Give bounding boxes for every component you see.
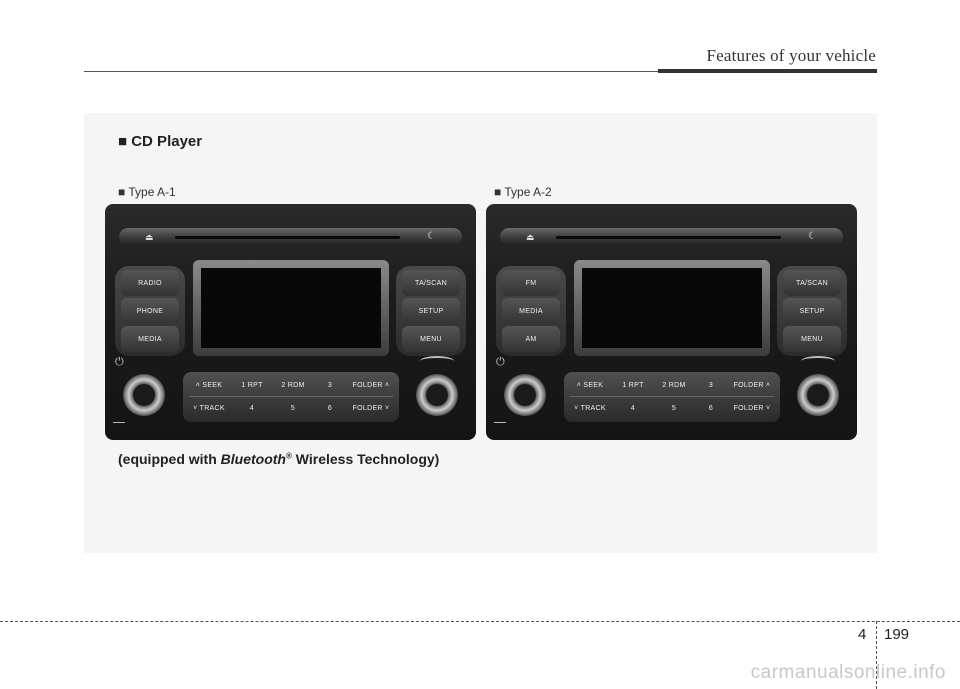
- footer-divider: [876, 621, 877, 689]
- right-button-cluster: TA/SCAN SETUP MENU: [396, 266, 466, 356]
- tune-arc-mark: [420, 356, 454, 366]
- seek-up-button[interactable]: ˄ SEEK: [195, 381, 223, 389]
- page-number: 199: [884, 626, 910, 643]
- type-label-a1: ■ Type A-1: [118, 185, 176, 199]
- volume-mark: [494, 422, 506, 426]
- folder-up-button[interactable]: FOLDER ˄: [352, 381, 390, 389]
- folder-down-button[interactable]: FOLDER ˅: [733, 404, 771, 412]
- power-volume-knob[interactable]: [504, 374, 546, 416]
- caption-registered-mark: ®: [285, 451, 292, 461]
- header-rule: [84, 71, 877, 72]
- ta-scan-button[interactable]: TA/SCAN: [783, 270, 841, 296]
- seek-up-button[interactable]: ˄ SEEK: [576, 381, 604, 389]
- preset-6-button[interactable]: 6: [327, 404, 333, 412]
- phone-button[interactable]: PHONE: [121, 298, 179, 324]
- folder-up-button[interactable]: FOLDER ˄: [733, 381, 771, 389]
- folder-down-button[interactable]: FOLDER ˅: [352, 404, 390, 412]
- section-title: ■ CD Player: [118, 133, 203, 150]
- eject-icon[interactable]: ⏏: [145, 232, 154, 242]
- disc-slot: [175, 236, 400, 239]
- caption-suffix: Wireless Technology): [291, 451, 440, 467]
- preset-1-rpt-button[interactable]: 1 RPT: [622, 381, 644, 389]
- type-label-a2: ■ Type A-2: [494, 185, 552, 199]
- preset-3-button[interactable]: 3: [708, 381, 714, 389]
- page-header-title: Features of your vehicle: [706, 46, 876, 65]
- preset-4-button[interactable]: 4: [630, 404, 636, 412]
- setup-button[interactable]: SETUP: [402, 298, 460, 324]
- power-icon: ⏻: [496, 356, 505, 368]
- figure-caption: (equipped with Bluetooth® Wireless Techn…: [118, 451, 439, 467]
- left-button-cluster: RADIO PHONE MEDIA: [115, 266, 185, 356]
- menu-button[interactable]: MENU: [783, 326, 841, 352]
- watermark: carmanualsonline.info: [750, 662, 946, 683]
- cd-player-unit-a2: ⏏ ☾ FM MEDIA AM TA/SCAN SETUP MENU ⏻ ˄ S…: [486, 204, 857, 440]
- left-button-cluster: FM MEDIA AM: [496, 266, 566, 356]
- right-button-cluster: TA/SCAN SETUP MENU: [777, 266, 847, 356]
- display-screen: [582, 268, 762, 348]
- keypad-divider: [189, 396, 393, 397]
- preset-3-button[interactable]: 3: [327, 381, 333, 389]
- tune-knob[interactable]: [416, 374, 458, 416]
- preset-1-rpt-button[interactable]: 1 RPT: [241, 381, 263, 389]
- power-icon: ⏻: [115, 356, 124, 368]
- fm-button[interactable]: FM: [502, 270, 560, 296]
- eject-icon[interactable]: ⏏: [526, 232, 535, 242]
- volume-mark: [113, 422, 125, 426]
- preset-2-rdm-button[interactable]: 2 RDM: [281, 381, 305, 389]
- media-button[interactable]: MEDIA: [121, 326, 179, 352]
- preset-5-button[interactable]: 5: [671, 404, 677, 412]
- tune-arc-mark: [801, 356, 835, 366]
- moon-icon[interactable]: ☾: [427, 231, 436, 242]
- am-button[interactable]: AM: [502, 326, 560, 352]
- display-screen: [201, 268, 381, 348]
- menu-button[interactable]: MENU: [402, 326, 460, 352]
- preset-keypad: ˄ SEEK 1 RPT 2 RDM 3 FOLDER ˄ ˅ TRACK 4 …: [183, 372, 399, 422]
- caption-prefix: (equipped with: [118, 451, 221, 467]
- preset-keypad: ˄ SEEK 1 RPT 2 RDM 3 FOLDER ˄ ˅ TRACK 4 …: [564, 372, 780, 422]
- tune-knob[interactable]: [797, 374, 839, 416]
- footer-rule: [0, 621, 960, 622]
- preset-5-button[interactable]: 5: [290, 404, 296, 412]
- media-button[interactable]: MEDIA: [502, 298, 560, 324]
- track-down-button[interactable]: ˅ TRACK: [193, 404, 225, 412]
- disc-slot: [556, 236, 781, 239]
- ta-scan-button[interactable]: TA/SCAN: [402, 270, 460, 296]
- chapter-number: 4: [858, 626, 867, 643]
- radio-button[interactable]: RADIO: [121, 270, 179, 296]
- cd-player-unit-a1: ⏏ ☾ RADIO PHONE MEDIA TA/SCAN SETUP MENU…: [105, 204, 476, 440]
- setup-button[interactable]: SETUP: [783, 298, 841, 324]
- track-down-button[interactable]: ˅ TRACK: [574, 404, 606, 412]
- power-volume-knob[interactable]: [123, 374, 165, 416]
- keypad-divider: [570, 396, 774, 397]
- preset-2-rdm-button[interactable]: 2 RDM: [662, 381, 686, 389]
- header-rule-accent: [658, 69, 877, 73]
- caption-brand: Bluetooth: [220, 451, 286, 467]
- moon-icon[interactable]: ☾: [808, 231, 817, 242]
- preset-4-button[interactable]: 4: [249, 404, 255, 412]
- preset-6-button[interactable]: 6: [708, 404, 714, 412]
